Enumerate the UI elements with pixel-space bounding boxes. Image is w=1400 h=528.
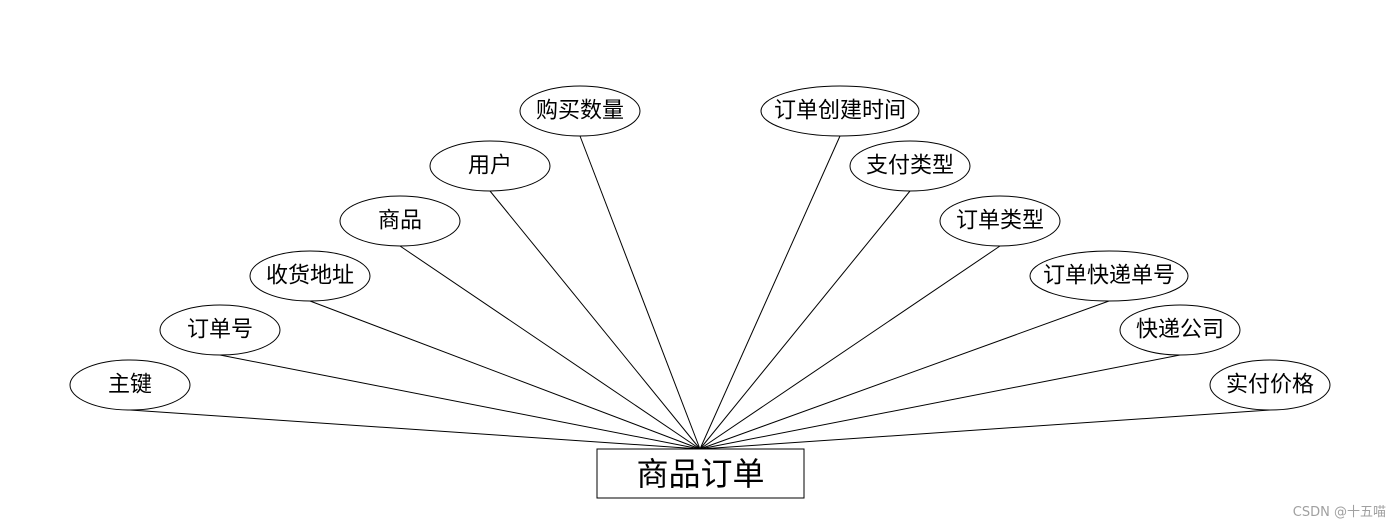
connector-order-tracking-number bbox=[699, 300, 1110, 450]
attribute-ellipse bbox=[249, 250, 371, 302]
connector-purchase-quantity bbox=[579, 135, 701, 450]
attribute-label: 支付类型 bbox=[866, 154, 954, 179]
attribute-actual-price: 实付价格 bbox=[1209, 359, 1331, 411]
entity-node: 商品订单 bbox=[596, 448, 805, 499]
attribute-label: 购买数量 bbox=[536, 99, 624, 124]
attribute-order-number: 订单号 bbox=[159, 304, 281, 356]
connector-actual-price bbox=[699, 409, 1271, 450]
attribute-label: 商品 bbox=[378, 209, 422, 234]
attribute-label: 订单号 bbox=[187, 318, 253, 343]
attribute-payment-type: 支付类型 bbox=[849, 140, 971, 192]
attribute-ellipse bbox=[760, 85, 920, 137]
attribute-ellipse bbox=[159, 304, 281, 356]
attribute-ellipse bbox=[1029, 250, 1189, 302]
attribute-ellipse bbox=[519, 85, 641, 137]
attribute-label: 订单快递单号 bbox=[1043, 264, 1175, 289]
attribute-order-type: 订单类型 bbox=[939, 195, 1061, 247]
attribute-shipping-address: 收货地址 bbox=[249, 250, 371, 302]
attribute-purchase-quantity: 购买数量 bbox=[519, 85, 641, 137]
connector-order-type bbox=[699, 245, 1001, 450]
attribute-ellipse bbox=[939, 195, 1061, 247]
attribute-label: 订单类型 bbox=[956, 209, 1044, 234]
connector-shipping-address bbox=[309, 300, 701, 450]
attribute-label: 快递公司 bbox=[1136, 318, 1224, 343]
attribute-ellipse bbox=[429, 140, 551, 192]
connector-user bbox=[489, 190, 701, 450]
watermark: CSDN @十五喵 bbox=[1292, 505, 1386, 520]
attribute-order-tracking-number: 订单快递单号 bbox=[1029, 250, 1189, 302]
connector-courier-company bbox=[699, 354, 1181, 450]
connector-primary-key bbox=[129, 409, 701, 450]
attribute-courier-company: 快递公司 bbox=[1119, 304, 1241, 356]
attribute-ellipse bbox=[1209, 359, 1331, 411]
connector-order-number bbox=[219, 354, 701, 450]
attribute-ellipse bbox=[1119, 304, 1241, 356]
connector-payment-type bbox=[699, 190, 911, 450]
attribute-user: 用户 bbox=[429, 140, 551, 192]
attribute-product: 商品 bbox=[339, 195, 461, 247]
attribute-label: 用户 bbox=[468, 154, 512, 179]
attribute-primary-key: 主键 bbox=[69, 359, 191, 411]
attribute-label: 主键 bbox=[108, 373, 152, 398]
entity-box bbox=[596, 448, 805, 499]
entity-label: 商品订单 bbox=[636, 455, 764, 493]
attribute-ellipse bbox=[339, 195, 461, 247]
attribute-order-created-time: 订单创建时间 bbox=[760, 85, 920, 137]
attribute-label: 订单创建时间 bbox=[774, 99, 906, 124]
attribute-nodes: 主键 订单号 收货地址 商品 用户 购买数量 订单创建时间支付类型订单类型订单快递单号快递公… bbox=[69, 85, 1331, 411]
attribute-ellipse bbox=[69, 359, 191, 411]
attribute-ellipse bbox=[849, 140, 971, 192]
connector-order-created-time bbox=[699, 135, 841, 450]
connector-product bbox=[399, 245, 701, 450]
attribute-label: 收货地址 bbox=[266, 264, 354, 289]
attribute-label: 实付价格 bbox=[1226, 373, 1314, 398]
relationship-lines bbox=[129, 135, 1271, 450]
